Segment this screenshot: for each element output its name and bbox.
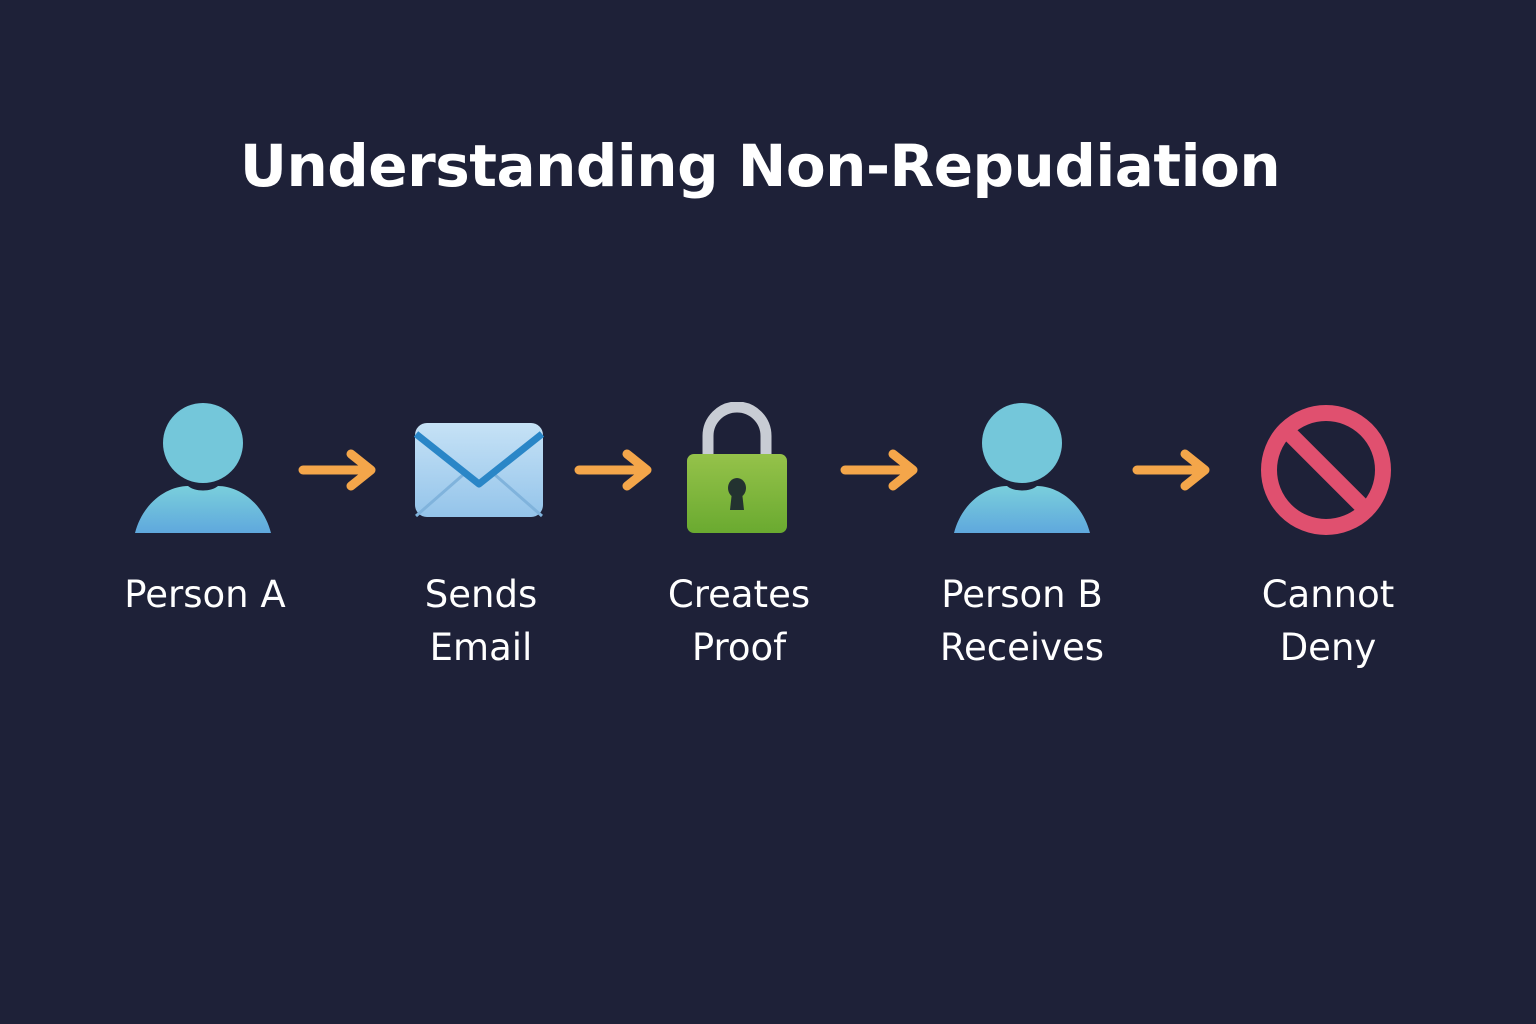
arrow-icon (840, 449, 918, 491)
padlock-icon (687, 402, 787, 533)
person-icon (954, 403, 1090, 533)
arrow-icon (574, 449, 652, 491)
arrow-icon (298, 449, 376, 491)
person-icon (135, 403, 271, 533)
prohibited-icon (1261, 405, 1391, 535)
diagram-title: Understanding Non-Repudiation (239, 132, 1281, 200)
arrow-icon (1132, 449, 1210, 491)
step-label-person-a: Person A (124, 573, 286, 616)
envelope-icon (414, 423, 544, 518)
